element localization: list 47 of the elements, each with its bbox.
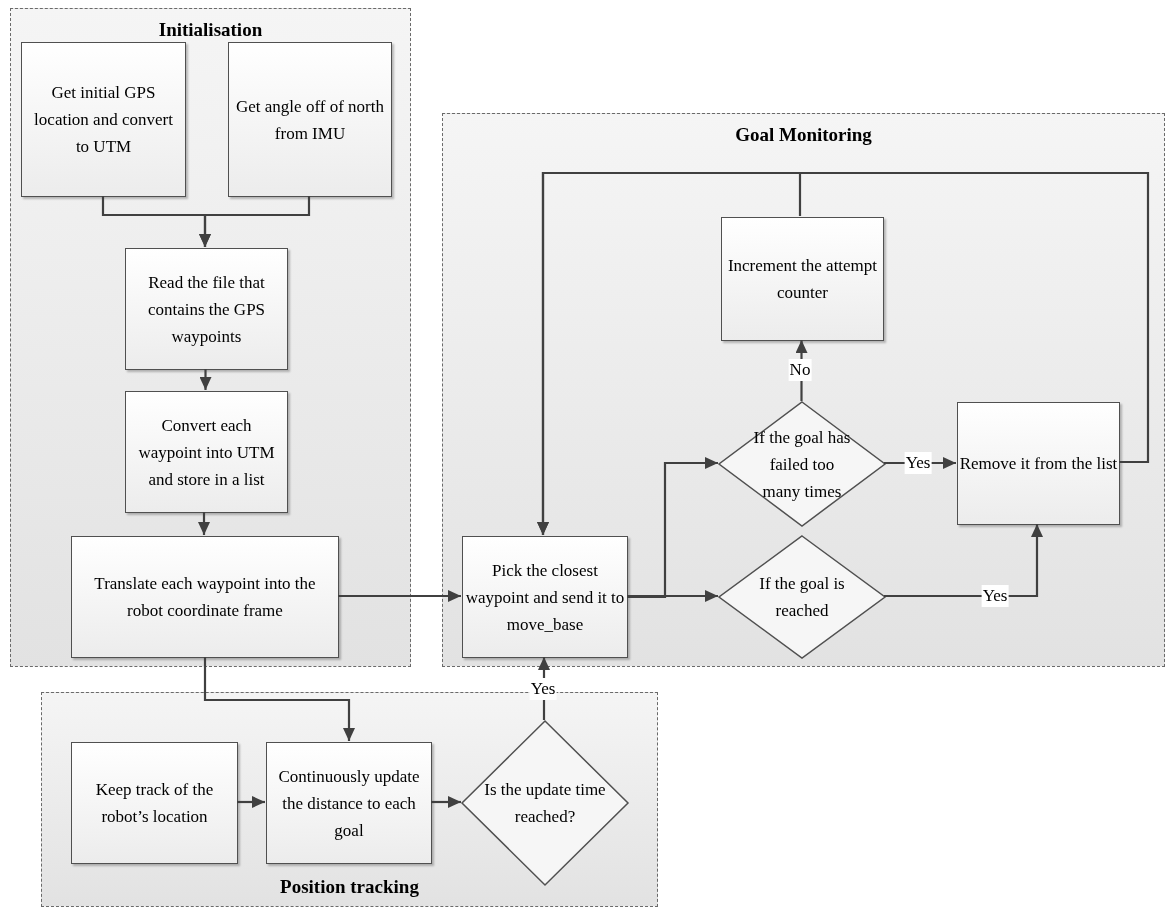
arrow	[203, 657, 355, 741]
decision-diamond	[719, 536, 885, 658]
group-panel	[41, 692, 658, 907]
edge-label: Yes	[529, 678, 557, 700]
group-title: Initialisation	[158, 19, 263, 41]
decision-text: If the goal is reached	[758, 573, 846, 622]
group-panel	[10, 8, 411, 667]
arrow	[198, 512, 210, 535]
process-box	[71, 742, 238, 864]
process-box	[125, 391, 288, 513]
process-text: Convert each waypoint into UTM and store in a list	[137, 414, 276, 491]
arrow	[431, 796, 461, 808]
edge-label: No	[788, 359, 812, 381]
process-box	[721, 217, 884, 341]
arrow	[537, 171, 802, 535]
process-text: Increment the attempt counter	[727, 255, 878, 304]
decision-diamond	[719, 402, 885, 526]
group-title: Goal Monitoring	[735, 124, 872, 146]
arrow	[199, 369, 212, 390]
process-text: Continuously update the distance to each goal	[277, 765, 421, 842]
process-box	[125, 248, 288, 370]
process-text: Translate each waypoint into the robot coordinate frame	[93, 573, 317, 622]
process-text: Get initial GPS location and convert to UTM	[33, 82, 174, 158]
group-title: Position tracking	[280, 876, 419, 898]
process-box	[21, 42, 186, 197]
process-box	[462, 536, 628, 658]
process-box	[228, 42, 392, 197]
decision-text: Is the update time reached?	[483, 779, 607, 828]
process-box	[957, 402, 1120, 525]
arrow	[884, 524, 1043, 598]
edge-label: Yes	[981, 585, 1009, 607]
arrow	[199, 196, 311, 247]
process-text: Get angle off of north from IMU	[235, 95, 385, 145]
process-text: Read the file that contains the GPS waypoints	[146, 271, 267, 348]
process-text: Keep track of the robot’s location	[94, 779, 215, 828]
process-box	[71, 536, 339, 658]
process-text: Pick the closest waypoint and send it to move_base	[465, 559, 625, 636]
process-text: Remove it from the list	[958, 453, 1119, 475]
arrow	[237, 796, 265, 808]
group-panel	[442, 113, 1165, 667]
arrow	[795, 340, 808, 401]
process-box	[266, 742, 432, 864]
decision-diamond	[462, 721, 628, 885]
edge-label: Yes	[904, 452, 932, 474]
arrow	[627, 457, 718, 599]
arrow	[338, 590, 461, 602]
arrow	[627, 590, 718, 602]
